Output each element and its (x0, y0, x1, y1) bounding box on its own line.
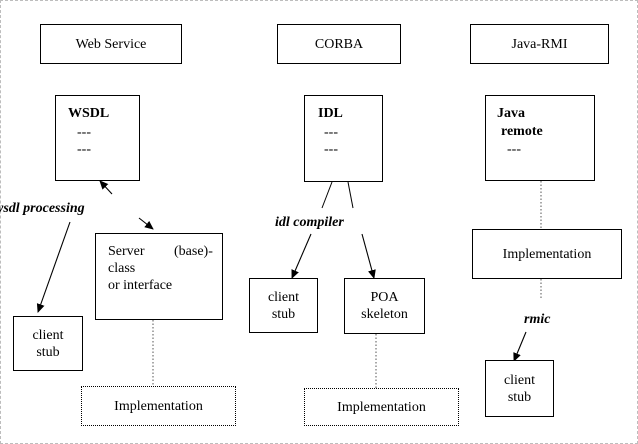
rmi-implementation-label: Implementation (502, 246, 592, 262)
corba-header: CORBA (314, 36, 364, 52)
rmi-client-line-2: stub (507, 389, 532, 405)
idl-title: IDL (318, 106, 343, 121)
corba-client-line-2: stub (271, 306, 296, 322)
idl-line-1: --- (324, 125, 338, 140)
wsdl-to-client-arrow (36, 221, 71, 313)
poa-line-2: skeleton (361, 307, 408, 322)
java-remote-box: Java remote --- (485, 95, 595, 181)
rmi-client-line-1: client (503, 372, 536, 388)
wsdl-processing-label: wsdl processing (0, 201, 85, 216)
server-word: Server (108, 244, 145, 259)
server-line-3: or interface (108, 278, 173, 293)
corba-implementation-label: Implementation (337, 399, 426, 415)
poa-line-1: POA (370, 290, 399, 305)
compiler-to-client-arrow (291, 233, 312, 279)
wsdl-upper-arrow (99, 180, 113, 195)
web-service-header: Web Service (75, 36, 147, 52)
idl-compiler-label: idl compiler (275, 215, 344, 230)
idl-to-compiler-left (321, 181, 333, 209)
ws-client-line-2: stub (36, 344, 60, 360)
wsdl-title: WSDL (68, 106, 110, 121)
wsdl-box: WSDL --- --- (55, 95, 140, 181)
ws-client-line-1: client (32, 327, 64, 343)
wsdl-line-2: --- (77, 142, 91, 157)
java-rmi-header: Java-RMI (511, 36, 568, 52)
java-remote-line-1: Java (497, 106, 525, 121)
corba-client-stub-box: client stub (249, 278, 318, 333)
poa-skeleton-box: POA skeleton (344, 278, 425, 334)
server-base-word: (base)- (174, 244, 213, 259)
idl-to-compiler-right (347, 181, 354, 209)
rmi-implementation-box: Implementation (472, 229, 622, 279)
corba-client-line-1: client (267, 289, 300, 305)
web-service-header-box: Web Service (40, 24, 182, 64)
server-box: Server (base)- class or interface (95, 233, 223, 320)
rmic-label: rmic (524, 312, 551, 327)
ws-client-stub-box: client stub (13, 316, 83, 371)
rmic-to-client-arrow (513, 331, 527, 362)
ws-implementation-label: Implementation (114, 398, 203, 414)
server-line-2: class (108, 261, 136, 276)
idl-line-2: --- (324, 142, 338, 157)
rmi-client-stub-box: client stub (485, 360, 554, 417)
server-upper-arrow (138, 217, 154, 230)
java-remote-line-3: --- (507, 142, 521, 157)
wsdl-line-1: --- (77, 125, 91, 140)
corba-implementation-box: Implementation (304, 388, 459, 426)
idl-box: IDL --- --- (304, 95, 383, 182)
ws-implementation-box: Implementation (81, 386, 236, 426)
java-remote-line-2: remote (501, 124, 543, 139)
corba-header-box: CORBA (277, 24, 401, 64)
java-rmi-header-box: Java-RMI (470, 24, 609, 64)
compiler-to-poa-arrow (361, 233, 376, 279)
